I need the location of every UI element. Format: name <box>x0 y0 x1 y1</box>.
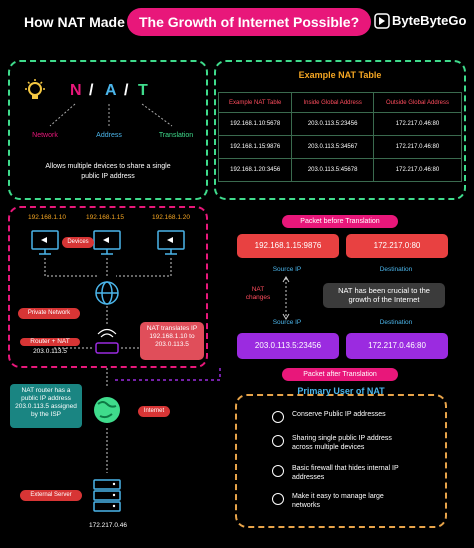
table-cell: 172.217.0.46:80 <box>372 135 463 159</box>
bullet-circle-icon <box>272 435 284 447</box>
private-network-label: Private Network <box>18 308 80 319</box>
table-cell: 203.0.113.5:23456 <box>291 112 374 136</box>
nat-description: Allows multiple devices to share a singl… <box>45 163 171 180</box>
slash-2: / <box>124 82 129 99</box>
use-item: Make it easy to manage large networks <box>272 492 442 510</box>
destination-label-2: Destination <box>379 319 413 326</box>
brand-name: ByteByteGo <box>392 13 467 28</box>
before-source-ip: 192.168.1.15:9876 <box>237 234 339 258</box>
lightbulb-icon <box>25 79 45 99</box>
nat-definition-panel <box>8 60 208 200</box>
nat-table-title: Example NAT Table <box>298 70 382 80</box>
table-cell: 192.168.1.10:5678 <box>217 112 293 136</box>
table-cell: 172.217.0.46:80 <box>372 112 463 136</box>
nat-translate-note: NAT translates IP 192.168.1.10 to 203.0.… <box>140 322 204 360</box>
packet-before-title: Packet before Translation <box>282 215 398 228</box>
nat-changes-label: NAT changes <box>245 286 271 301</box>
letter-t: T <box>138 82 148 99</box>
external-server-label: External Server <box>20 490 82 501</box>
table-cell: 192.168.1.15:9876 <box>217 135 293 159</box>
nat-changes-arrow <box>282 276 290 320</box>
part-network: Network <box>32 132 58 139</box>
internet-label: Internet <box>138 406 170 417</box>
letter-n: N <box>70 82 82 99</box>
private-network-panel <box>8 206 208 368</box>
nat-table-header: Example NAT Table <box>217 92 293 113</box>
device-ip-1: 192.168.1.10 <box>28 214 66 221</box>
table-row: 192.168.1.15:9876 203.0.113.5:34567 172.… <box>217 135 463 159</box>
nat-table-header: Outside Global Address <box>372 92 463 113</box>
bullet-circle-icon <box>272 411 284 423</box>
table-cell: 192.168.1.20:3456 <box>217 158 293 182</box>
router-label-text: Router + NAT <box>20 338 80 346</box>
server-icon <box>93 479 121 512</box>
server-ip: 172.217.0.46 <box>89 522 127 529</box>
globe-icon <box>95 281 119 305</box>
use-item: Basic firewall that hides internal IP ad… <box>272 464 442 482</box>
router-label: Router + NAT 203.0.113.5 <box>20 338 80 356</box>
after-source-ip: 203.0.113.5:23456 <box>237 333 339 359</box>
network-diagram <box>31 230 185 354</box>
monitor-icon <box>31 230 185 255</box>
nat-table-header: Inside Global Address <box>291 92 374 113</box>
destination-label: Destination <box>379 266 413 273</box>
nat-crucial-note: NAT has been crucial to the growth of th… <box>323 283 445 308</box>
use-item-text: Sharing single public IP address across … <box>292 435 392 451</box>
table-cell: 203.0.113.5:45678 <box>291 158 374 182</box>
device-ip-2: 192.168.1.15 <box>86 214 124 221</box>
primary-uses-title: Primary User of NAT <box>297 386 385 396</box>
bytebytego-logo-icon <box>374 13 390 29</box>
globe-icon <box>94 397 120 423</box>
table-cell: 172.217.0.46:80 <box>372 158 463 182</box>
isp-note: NAT router has a public IP address 203.0… <box>10 384 82 428</box>
bullet-circle-icon <box>272 493 284 505</box>
part-translation: Translation <box>158 132 194 139</box>
device-ip-3: 192.168.1.20 <box>152 214 190 221</box>
nat-table: Example NAT Table Inside Global Address … <box>217 92 463 182</box>
internet-diagram <box>93 368 221 512</box>
router-ip: 203.0.113.5 <box>33 348 67 355</box>
title-highlight: The Growth of Internet Possible? <box>127 8 372 36</box>
slash-1: / <box>89 82 94 99</box>
table-cell: 203.0.113.5:34567 <box>291 135 374 159</box>
source-ip-label-2: Source IP <box>272 319 302 326</box>
table-row: 192.168.1.10:5678 203.0.113.5:23456 172.… <box>217 112 463 136</box>
use-item-text: Make it easy to manage large networks <box>292 493 384 509</box>
bullet-circle-icon <box>272 465 284 477</box>
source-ip-label: Source IP <box>272 266 302 273</box>
letter-a: A <box>105 82 117 99</box>
use-item-text: Conserve Public IP addresses <box>292 411 386 418</box>
use-item-text: Basic firewall that hides internal IP ad… <box>292 465 399 481</box>
nat-table-panel <box>214 60 466 200</box>
use-item: Sharing single public IP address across … <box>272 434 442 452</box>
table-row: 192.168.1.20:3456 203.0.113.5:45678 172.… <box>217 158 463 182</box>
before-destination: 172.217.0:80 <box>346 234 448 258</box>
after-destination: 172.217.0.46:80 <box>346 333 448 359</box>
packet-after-title: Packet after Translation <box>282 368 398 381</box>
router-icon <box>95 328 119 354</box>
acronym-arrows <box>49 103 173 127</box>
part-address: Address <box>96 132 122 139</box>
primary-uses-panel <box>235 394 447 528</box>
title-prefix: How NAT Made <box>24 14 125 30</box>
devices-label: Devices <box>62 237 94 248</box>
use-item: Conserve Public IP addresses <box>272 410 442 423</box>
